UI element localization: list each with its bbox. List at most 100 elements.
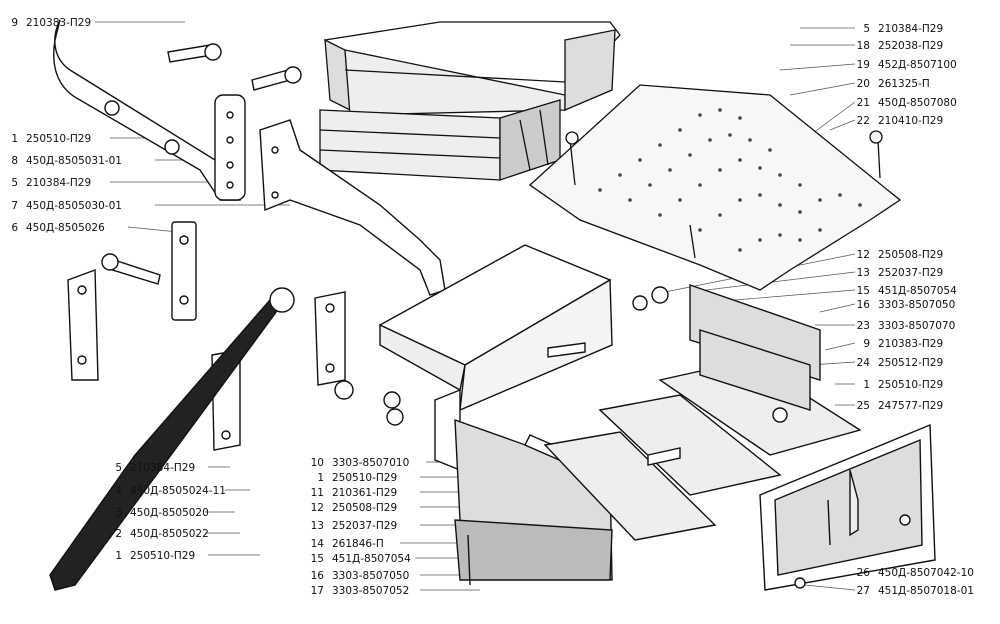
callout-number: 13 <box>310 520 324 532</box>
callout-number: 26 <box>856 567 870 579</box>
callout-label: 13 252037-П29 <box>310 520 398 532</box>
callout-label: 6 450Д-8505026 <box>4 222 105 234</box>
callout-number: 20 <box>856 78 870 90</box>
callout-number: 5 <box>11 177 18 189</box>
part-code: 210384-П29 <box>26 177 92 189</box>
callout-number: 6 <box>11 222 18 234</box>
part-code: 252038-П29 <box>878 40 944 52</box>
callout-label: 11 210361-П29 <box>310 487 398 499</box>
callout-number: 17 <box>310 585 324 597</box>
part-code: 250510-П29 <box>130 550 196 562</box>
callout-label: 5 210384-П29 <box>108 462 195 474</box>
part-code: 3303-8507052 <box>332 585 410 597</box>
callout-number: 14 <box>310 538 324 550</box>
callout-label: 1 250510-П29 <box>108 550 195 562</box>
callout-label: 9 210383-П29 <box>4 17 91 29</box>
callout-number: 11 <box>310 487 324 499</box>
callout-label: 16 3303-8507050 <box>856 299 956 311</box>
part-code: 210361-П29 <box>332 487 398 499</box>
callout-number: 16 <box>310 570 324 582</box>
callout-number: 15 <box>856 285 870 297</box>
callout-number: 23 <box>856 320 870 332</box>
callout-number: 7 <box>11 200 18 212</box>
callout-label: 25 247577-П29 <box>856 400 944 412</box>
callout-number: 16 <box>856 299 870 311</box>
callout-number: 21 <box>856 97 870 109</box>
part-code: 210383-П29 <box>878 338 944 350</box>
callout-number: 12 <box>310 502 324 514</box>
part-code: 450Д-8505030-01 <box>26 200 122 212</box>
callout-number: 25 <box>856 400 870 412</box>
callout-label: 15 451Д-8507054 <box>856 285 957 297</box>
part-code: 3303-8507010 <box>332 457 410 469</box>
callout-number: 1 <box>115 550 122 562</box>
part-code: 450Д-8505020 <box>130 507 209 519</box>
callout-label: 18 252038-П29 <box>856 40 944 52</box>
callout-number: 1 <box>317 472 324 484</box>
part-code: 261325-П <box>878 78 930 90</box>
callout-label: 24 250512-П29 <box>856 357 944 369</box>
callout-label: 16 3303-8507050 <box>310 570 410 582</box>
callout-number: 24 <box>856 357 870 369</box>
callout-number: 5 <box>863 23 870 35</box>
callout-number: 9 <box>11 17 18 29</box>
part-code: 3303-8507070 <box>878 320 956 332</box>
part-code: 210384-П29 <box>130 462 196 474</box>
callout-label: 22 210410-П29 <box>856 115 944 127</box>
callout-number: 18 <box>856 40 870 52</box>
part-code: 210384-П29 <box>878 23 944 35</box>
step-box-and-ladder <box>378 244 862 586</box>
part-code: 210383-П29 <box>26 17 92 29</box>
part-code: 450Д-8507080 <box>878 97 957 109</box>
callout-label: 12 250508-П29 <box>310 502 398 514</box>
callout-label: 5 210384-П29 <box>856 23 943 35</box>
part-code: 451Д-8507054 <box>878 285 957 297</box>
perforated-floor-plate <box>528 84 902 291</box>
part-code: 452Д-8507100 <box>878 59 957 71</box>
callout-label: 3 450Д-8505020 <box>108 507 209 519</box>
part-code: 247577-П29 <box>878 400 944 412</box>
callout-number: 10 <box>310 457 324 469</box>
part-code: 250508-П29 <box>878 249 944 261</box>
part-code: 450Д-8505022 <box>130 528 209 540</box>
callout-number: 12 <box>856 249 870 261</box>
callout-number: 5 <box>115 462 122 474</box>
callout-number: 27 <box>856 585 870 597</box>
callout-number: 4 <box>115 485 122 497</box>
callout-number: 15 <box>310 553 324 565</box>
part-code: 450Д-8505024-11 <box>130 485 226 497</box>
ladder-frame <box>759 423 936 591</box>
callout-label: 5 210384-П29 <box>4 177 91 189</box>
callout-number: 19 <box>856 59 870 71</box>
callout-label: 23 3303-8507070 <box>856 320 956 332</box>
part-code: 250512-П29 <box>878 357 944 369</box>
part-code: 3303-8507050 <box>332 570 410 582</box>
callout-label: 10 3303-8507010 <box>310 457 410 469</box>
callout-label: 9 210383-П29 <box>856 338 943 350</box>
callout-number: 1 <box>863 379 870 391</box>
part-code: 3303-8507050 <box>878 299 956 311</box>
part-code: 450Д-8505026 <box>26 222 105 234</box>
callout-number: 9 <box>863 338 870 350</box>
part-code: 252037-П29 <box>878 267 944 279</box>
hooks-and-brackets-left <box>53 19 446 296</box>
part-code: 250508-П29 <box>332 502 398 514</box>
callout-label: 21 450Д-8507080 <box>856 97 957 109</box>
callout-label: 20 261325-П <box>856 78 930 90</box>
callout-number: 3 <box>115 507 122 519</box>
callout-number: 22 <box>856 115 870 127</box>
callout-number: 8 <box>11 155 18 167</box>
part-code: 210410-П29 <box>878 115 944 127</box>
part-code: 451Д-8507018-01 <box>878 585 974 597</box>
part-code: 252037-П29 <box>332 520 398 532</box>
